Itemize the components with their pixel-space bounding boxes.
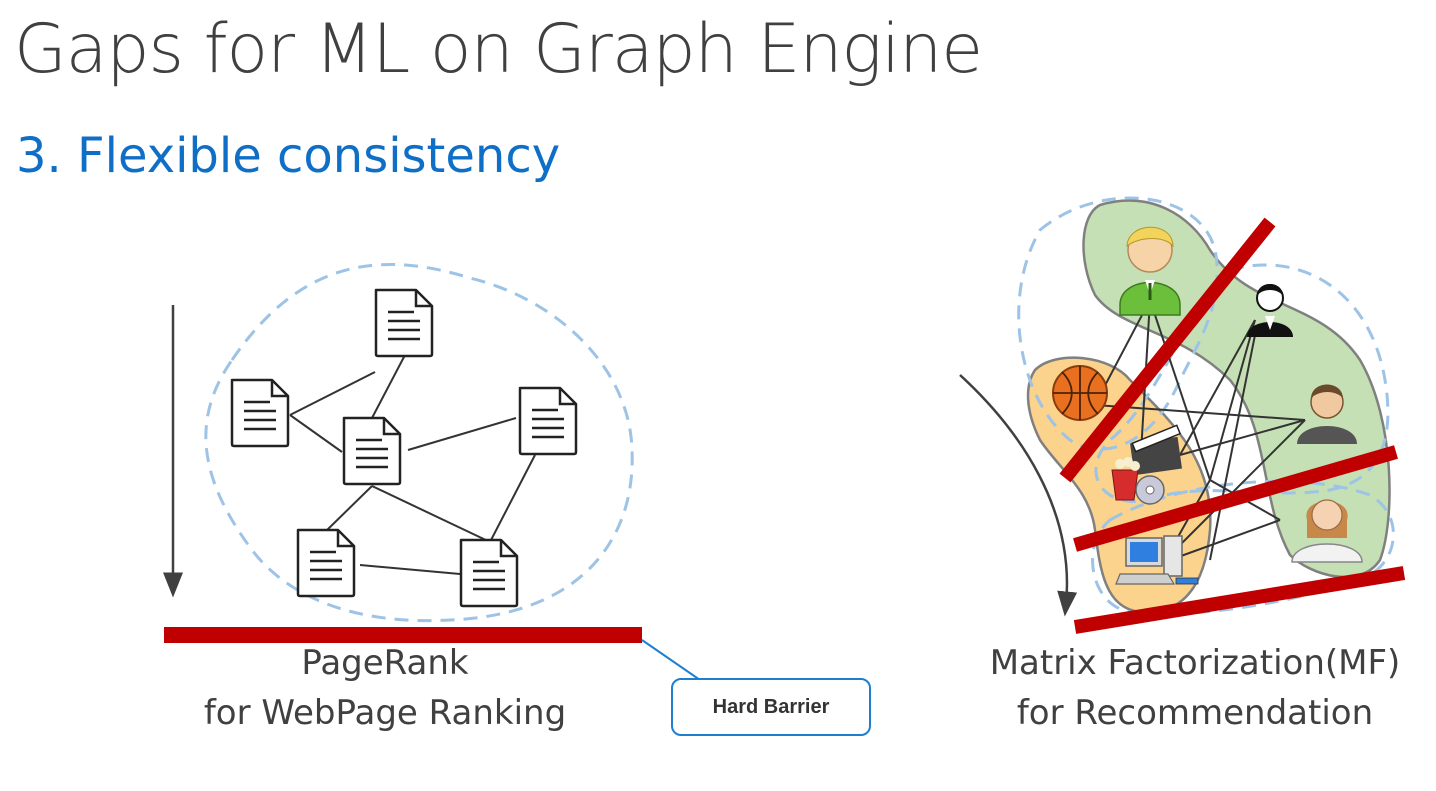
person-icon (1119, 226, 1181, 316)
page-subtitle: 3. Flexible consistency (16, 128, 561, 184)
person-icon (1297, 384, 1357, 444)
mf-barrier (1073, 566, 1406, 634)
document-icon (230, 378, 290, 448)
barrier-lines (1059, 217, 1406, 634)
movie-icon (1111, 424, 1182, 505)
graph-edges (289, 354, 536, 575)
caption-line: PageRank (301, 643, 469, 683)
caption-line: for WebPage Ranking (203, 693, 567, 733)
document-icon (374, 288, 434, 358)
document-icon (459, 538, 519, 608)
pagerank-diagram (163, 263, 740, 681)
time-arrow (959, 374, 1078, 617)
document-icon (296, 528, 356, 598)
document-icon (342, 416, 402, 486)
computer-icon (1115, 535, 1199, 585)
document-icon (518, 386, 578, 456)
caption-line: for Recommendation (1016, 693, 1374, 733)
page-title: Gaps for ML on Graph Engine (14, 10, 983, 89)
cluster-outline (1094, 263, 1390, 503)
mf-caption: Matrix Factorization(MF) for Recommendat… (970, 638, 1420, 738)
person-icon (1291, 499, 1363, 563)
basketball-icon (1052, 365, 1108, 421)
mf-barrier (1073, 445, 1398, 552)
mf-barrier (1059, 217, 1276, 483)
callout-pointer (641, 639, 740, 681)
caption-line: Matrix Factorization(MF) (989, 643, 1401, 683)
mf-diagram (959, 196, 1406, 634)
cluster-outline (204, 263, 634, 623)
pagerank-caption: PageRank for WebPage Ranking (185, 638, 585, 738)
hard-barrier-bar (164, 627, 642, 643)
person-icon (1247, 284, 1293, 337)
hard-barrier-callout: Hard Barrier (671, 678, 871, 736)
